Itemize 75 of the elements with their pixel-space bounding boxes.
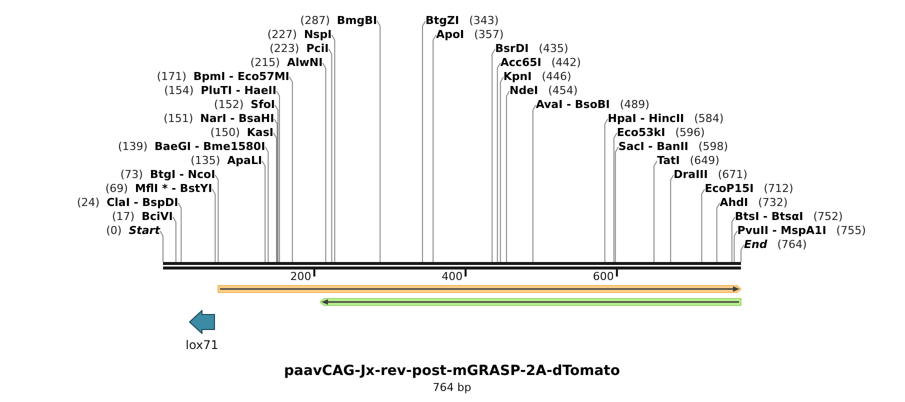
restriction-site-label: (17) BciVI — [112, 210, 173, 222]
restriction-site-label: Acc65I (442) — [500, 56, 581, 68]
restriction-site-label: ApoI (357) — [436, 28, 504, 40]
ruler-number: 200 — [290, 270, 312, 282]
leader-line — [212, 188, 216, 262]
leader-line — [264, 146, 269, 262]
restriction-site-label: HpaI - HincII (584) — [608, 112, 724, 124]
restriction-site-label: (139) BaeGI - Bme1580I — [118, 140, 266, 152]
leader-line — [214, 174, 219, 262]
restriction-site-label: (24) ClaI - BspDI — [76, 196, 178, 208]
restriction-site-label: (69) MflI * - BstYI — [105, 182, 212, 194]
restriction-site-label: NdeI (454) — [510, 84, 578, 96]
leader-line — [716, 202, 720, 262]
leader-line — [322, 62, 326, 262]
leader-line — [613, 132, 618, 262]
ruler-number: 400 — [442, 270, 463, 282]
feature-band — [319, 298, 742, 306]
leader-line — [731, 216, 736, 262]
leader-line — [492, 48, 496, 262]
leader-line — [670, 174, 674, 262]
restriction-site-label: (154) PluTI - HaeII — [164, 84, 276, 96]
restriction-site-label: (287) BmgBI — [300, 14, 378, 26]
feature-label: lox71 — [186, 338, 218, 352]
leader-line — [532, 104, 536, 262]
leader-line — [160, 230, 164, 262]
restriction-site-label: (171) BpmI - Eco57MI — [156, 70, 290, 82]
restriction-site-label: KpnI (446) — [503, 70, 572, 82]
leader-line — [274, 104, 278, 262]
ruler-number: 600 — [592, 270, 614, 282]
restriction-site-label: PvuII - MspA1I (755) — [737, 224, 866, 236]
map-title: paavCAG-Jx-rev-post-mGRASP-2A-dTomato — [284, 362, 620, 380]
restriction-site-label: (223) PciI — [270, 42, 329, 54]
restriction-site-label: (150) KasI — [210, 126, 274, 138]
restriction-site-label: BtgZI (343) — [426, 14, 499, 26]
restriction-site-label: TatI (649) — [657, 154, 720, 166]
restriction-site-label: AvaI - BsoBI (489) — [536, 98, 650, 110]
sequence-end-label: End (764) — [744, 238, 807, 250]
restriction-site-label: Eco53kI (596) — [616, 126, 705, 138]
leader-line — [734, 230, 738, 262]
restriction-site-label: BsrDI (435) — [495, 42, 568, 54]
sequence-start-label: (0) Start — [106, 224, 160, 236]
restriction-site-label: (152) SfoI — [214, 98, 275, 110]
leader-line — [276, 90, 280, 262]
leader-line — [500, 76, 504, 262]
leader-line — [376, 20, 381, 262]
leader-line — [506, 90, 510, 262]
restriction-site-label: (215) AlwNI — [250, 56, 323, 68]
leader-line — [701, 188, 706, 262]
restriction-site-label: SacI - BanII (598) — [618, 140, 728, 152]
leader-line — [614, 146, 619, 262]
leader-line — [422, 20, 426, 262]
leader-line — [496, 62, 501, 262]
leader-line — [604, 118, 608, 262]
restriction-site-label: (135) ApaLI — [190, 154, 262, 166]
restriction-site-label: BtsI - BtsαI (752) — [734, 210, 843, 222]
leader-line — [274, 118, 278, 262]
dna-backbone — [163, 262, 741, 270]
feature-band — [218, 285, 742, 293]
sequence-length: 764 bp — [432, 380, 472, 394]
leader-line — [288, 76, 293, 262]
leader-line — [432, 34, 437, 262]
restriction-site-label: (151) NarI - BsaHI — [164, 112, 274, 124]
leader-line — [178, 202, 182, 262]
restriction-site-label: AhdI (732) — [720, 196, 788, 208]
leader-line — [331, 34, 336, 262]
leader-line — [740, 244, 744, 262]
leader-line — [273, 132, 277, 262]
restriction-site-label: EcoP15I (712) — [704, 182, 794, 194]
restriction-site-label: DraIII (671) — [674, 168, 748, 180]
leader-line — [654, 160, 658, 262]
leader-line — [172, 216, 176, 262]
leader-line — [262, 160, 266, 262]
leader-line — [328, 48, 332, 262]
restriction-site-label: (227) NspI — [267, 28, 332, 40]
restriction-site-label: (73) BtgI - NcoI — [120, 168, 216, 180]
